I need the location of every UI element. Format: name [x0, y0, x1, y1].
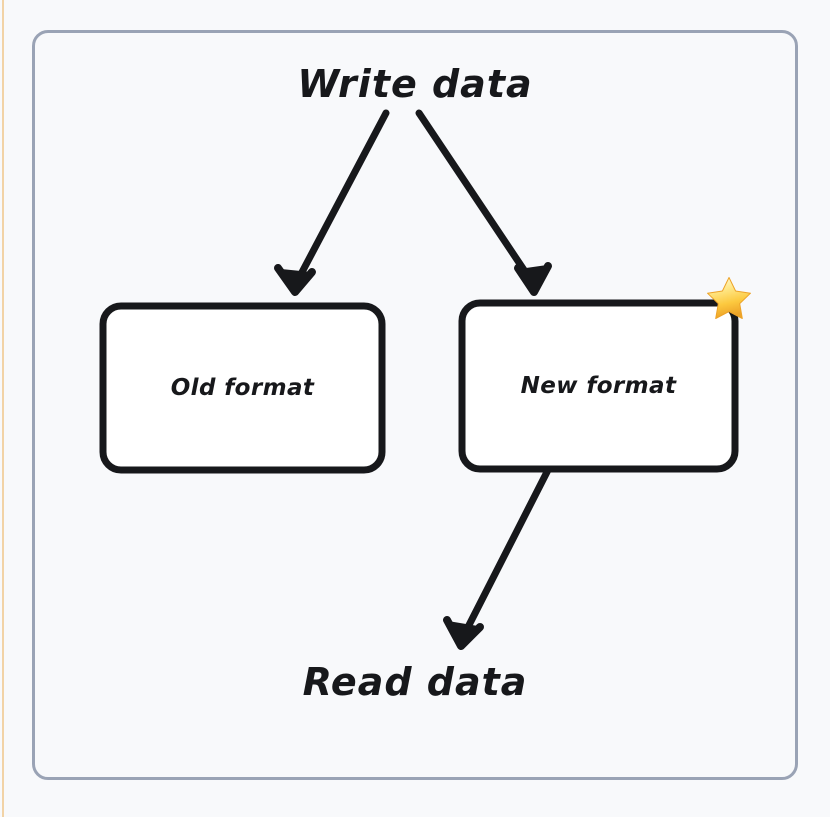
star-icon — [707, 277, 751, 319]
left-edge-rule — [2, 0, 4, 817]
box-label-new-format: New format — [520, 373, 677, 399]
write-data-title: Write data — [297, 62, 533, 106]
box-label-old-format: Old format — [170, 375, 315, 401]
diagram-frame — [32, 30, 798, 780]
read-data-title: Read data — [302, 660, 528, 704]
